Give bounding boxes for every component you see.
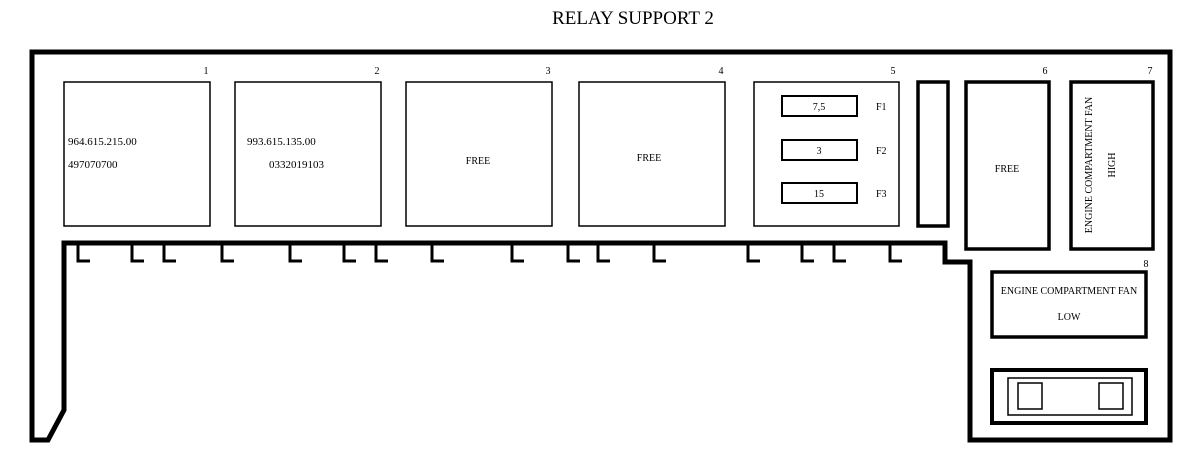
relay-8-line-2: LOW: [1058, 312, 1081, 323]
terminal-tab: [800, 245, 814, 263]
relay-6-box: [964, 80, 1051, 251]
relay-1-alt-part-number: 497070700: [68, 159, 118, 171]
diagram-title: RELAY SUPPORT 2: [552, 8, 714, 29]
relay-1-number: 1: [204, 66, 209, 77]
fuse-f2-label: F2: [876, 146, 887, 157]
relay-2-number: 2: [375, 66, 380, 77]
relay-1-part-number: 964.615.215.00: [68, 136, 137, 148]
terminal-tab: [596, 245, 610, 263]
terminal-tab: [374, 245, 388, 263]
relay-2-box: [234, 81, 382, 227]
relay-4: 4 FREE: [578, 66, 726, 227]
fuse-block-5: 5 7,5 F1 3 F2 15 F3: [753, 66, 900, 227]
terminal-tab: [746, 245, 760, 263]
connector: [990, 368, 1148, 425]
relay-3-box: [405, 81, 553, 227]
relay-7-number: 7: [1148, 66, 1153, 77]
relay-8-box: [990, 270, 1148, 339]
terminal-tab: [430, 245, 444, 263]
terminal-row: [76, 245, 902, 263]
fuse-f2-rating: 3: [817, 146, 822, 157]
relay-7-box: [1069, 80, 1155, 251]
relay-8: 8 ENGINE COMPARTMENT FAN LOW: [990, 259, 1149, 339]
relay-8-number: 8: [1144, 259, 1149, 270]
relay-3-label: FREE: [466, 156, 490, 167]
fuse-f1-label: F1: [876, 102, 887, 113]
connector-pin-right: [1098, 382, 1124, 410]
relay-8-line-1: ENGINE COMPARTMENT FAN: [1001, 286, 1137, 297]
terminal-tab: [220, 245, 234, 263]
relay-4-box: [578, 81, 726, 227]
relay-6-number: 6: [1043, 66, 1048, 77]
relay-1-box: [63, 81, 211, 227]
terminal-tab: [288, 245, 302, 263]
relay-2: 2 993.615.135.00 0332019103: [234, 66, 382, 227]
fuse-f3: [781, 182, 858, 204]
relay-2-alt-part-number: 0332019103: [269, 159, 325, 171]
terminal-tab: [566, 245, 580, 263]
housing-outline: [29, 49, 1173, 443]
relay-3: 3 FREE: [405, 66, 553, 227]
connector-pin-left: [1017, 382, 1043, 410]
terminal-tab: [162, 245, 176, 263]
relay-7-line-2: HIGH: [1107, 153, 1118, 178]
connector-outer: [990, 368, 1148, 425]
relay-7-line-1: ENGINE COMPARTMENT FAN: [1084, 97, 1095, 233]
relay-2-part-number: 993.615.135.00: [247, 136, 316, 148]
relay-3-number: 3: [546, 66, 551, 77]
fuse-f3-rating: 15: [814, 189, 824, 200]
relay-4-number: 4: [719, 66, 724, 77]
fuse-f1-rating: 7,5: [813, 102, 826, 113]
terminal-tab: [130, 245, 144, 263]
fuse-f3-label: F3: [876, 189, 887, 200]
terminal-tab: [832, 245, 846, 263]
fuse-f2: [781, 139, 858, 161]
spare-slot: [916, 80, 950, 228]
fuse-block-number: 5: [891, 66, 896, 77]
connector-inner: [1007, 377, 1133, 416]
terminal-tab: [76, 245, 90, 263]
terminal-tab: [342, 245, 356, 263]
terminal-tab: [510, 245, 524, 263]
relay-6-label: FREE: [995, 164, 1019, 175]
relay-4-label: FREE: [637, 153, 661, 164]
relay-7: 7 ENGINE COMPARTMENT FAN HIGH: [1069, 66, 1155, 251]
terminal-tab: [888, 245, 902, 263]
fuse-block-box: [753, 81, 900, 227]
terminal-tab: [652, 245, 666, 263]
fuse-f1: [781, 95, 858, 117]
relay-1: 1 964.615.215.00 497070700: [63, 66, 211, 227]
relay-6: 6 FREE: [964, 66, 1051, 251]
